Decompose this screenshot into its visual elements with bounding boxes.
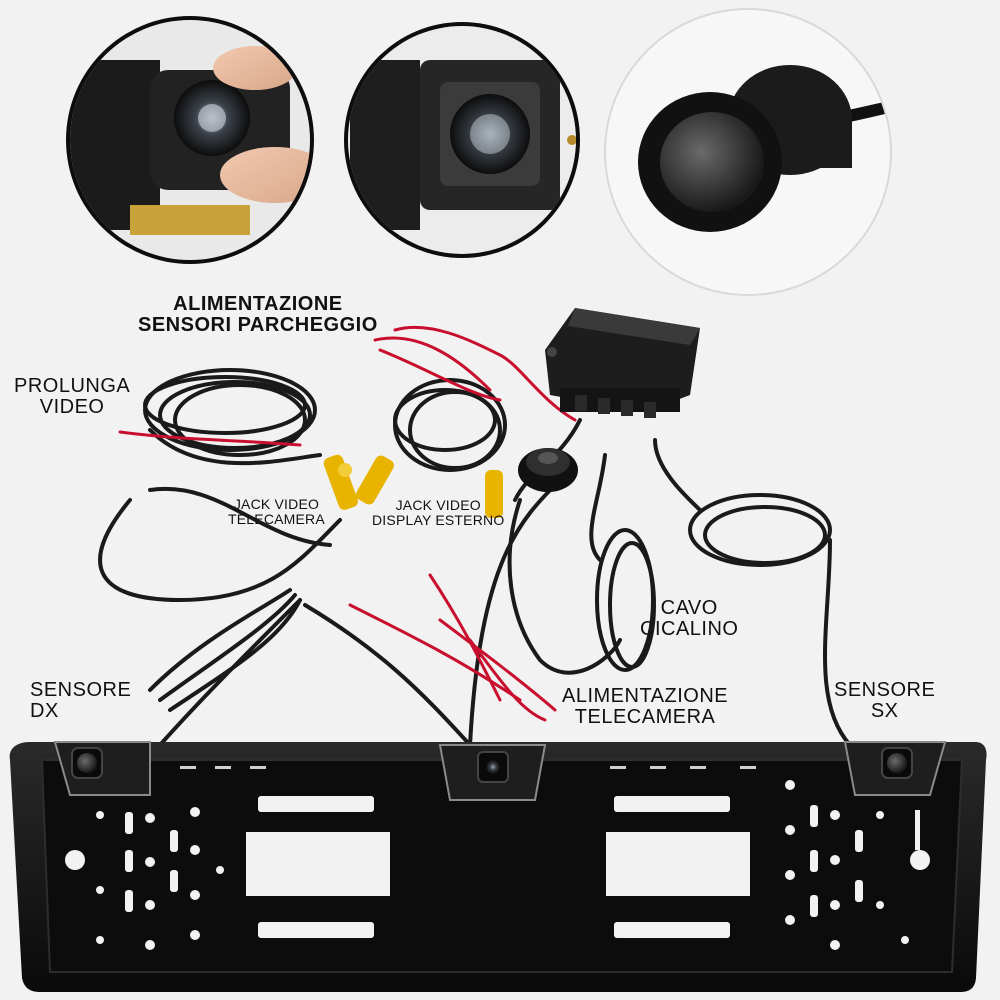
parking-sensor-photo bbox=[604, 8, 892, 296]
license-plate-frame bbox=[9, 741, 987, 992]
buzzer bbox=[518, 448, 578, 492]
label-line: TELECAMERA bbox=[574, 706, 716, 728]
camera-lens-photo bbox=[344, 22, 580, 258]
control-box bbox=[545, 308, 700, 418]
label-line: DISPLAY ESTERNO bbox=[372, 511, 505, 528]
camera-mount bbox=[438, 744, 547, 801]
label-sensore-sx: SENSORE SX bbox=[834, 680, 935, 722]
label-line: SENSORE bbox=[834, 679, 936, 701]
label-prolunga-video: PROLUNGA VIDEO bbox=[14, 376, 130, 418]
label-sensore-dx: SENSORE DX bbox=[30, 680, 131, 722]
label-line: ALIMENTAZIONE bbox=[562, 685, 729, 707]
label-line: JACK VIDEO bbox=[395, 497, 481, 513]
red-cables bbox=[118, 325, 577, 722]
label-line: ALIMENTAZIONE bbox=[173, 293, 343, 315]
camera-closeup-photo bbox=[66, 16, 314, 264]
label-line: SENSORI PARCHEGGIO bbox=[138, 314, 378, 336]
label-line: DX bbox=[30, 700, 59, 722]
label-line: SX bbox=[870, 700, 899, 722]
label-jack-video-telecamera: JACK VIDEO TELECAMERA bbox=[228, 497, 325, 526]
label-line: TELECAMERA bbox=[228, 510, 325, 527]
label-line: VIDEO bbox=[39, 396, 105, 418]
label-cavo-cicalino: CAVO CICALINO bbox=[640, 598, 738, 640]
label-alimentazione-sensori: ALIMENTAZIONE SENSORI PARCHEGGIO bbox=[138, 294, 378, 336]
sensor-dx bbox=[53, 741, 151, 796]
black-cables bbox=[98, 368, 852, 747]
label-line: SENSORE bbox=[30, 679, 132, 701]
label-line: JACK VIDEO bbox=[233, 496, 320, 512]
label-jack-video-display: JACK VIDEO DISPLAY ESTERNO bbox=[372, 498, 504, 527]
label-line: CICALINO bbox=[640, 618, 739, 640]
rca-connectors bbox=[323, 454, 503, 518]
sensor-sx bbox=[843, 741, 947, 796]
label-line: CAVO bbox=[660, 597, 718, 619]
label-alimentazione-telecamera: ALIMENTAZIONE TELECAMERA bbox=[562, 686, 728, 728]
label-line: PROLUNGA bbox=[14, 375, 131, 397]
